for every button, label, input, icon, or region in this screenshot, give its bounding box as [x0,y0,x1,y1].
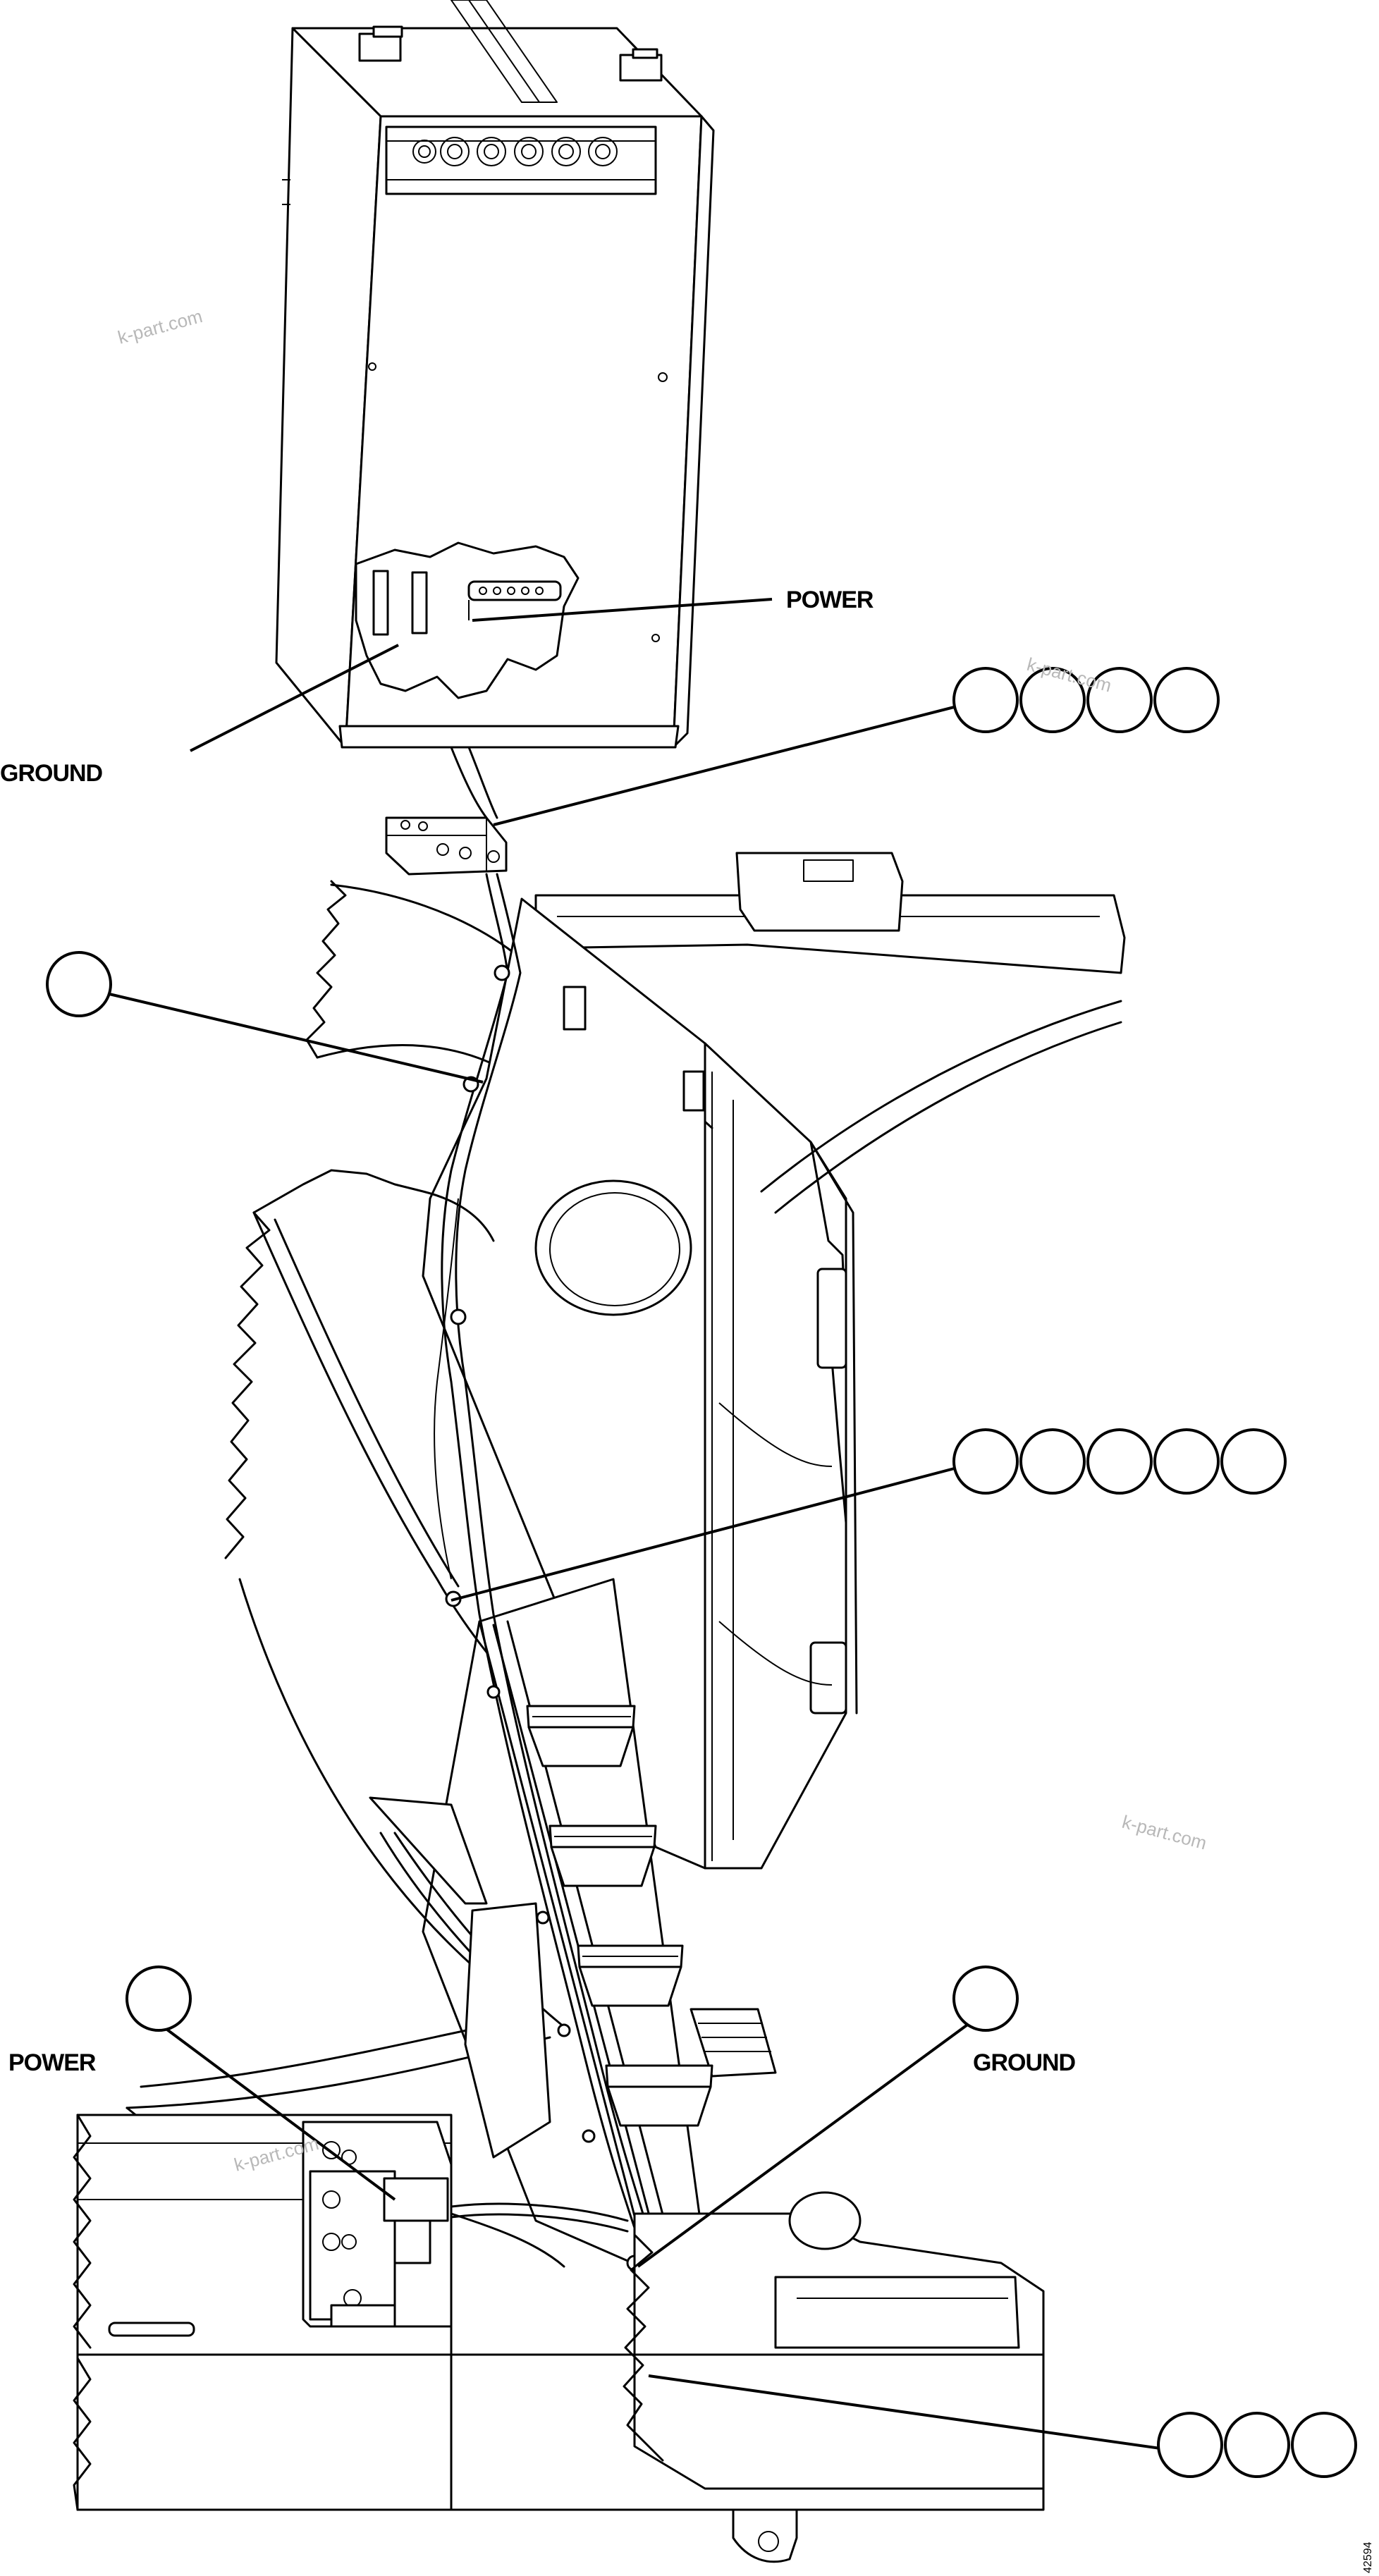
callout-bubble [1224,2412,1290,2478]
callout-group-2 [46,951,112,1017]
leader-lines [109,598,1196,2455]
ladder-step [548,1824,657,1887]
callout-bubble [1153,1428,1220,1495]
callout-bubble [952,667,1019,733]
ladder-step [577,1944,684,2007]
ladder-step [605,2008,777,2127]
callout-bubble [1019,1428,1086,1495]
callout-group-3 [952,1428,1287,1495]
cable-harness [404,873,649,2271]
callout-group-5 [952,1965,1019,2032]
watermark: k-part.com [116,305,204,348]
access-ladder [369,1578,777,2271]
callout-bubble [125,1965,192,2032]
callout-bubble [1086,1428,1153,1495]
callout-bubble [1220,1428,1287,1495]
ground-label-top: GROUND [0,760,103,787]
callout-bubble [1153,667,1220,733]
callout-group-1 [952,667,1220,733]
callout-bubble [952,1428,1019,1495]
callout-bubble [1157,2412,1223,2478]
callout-bubble [1291,2412,1357,2478]
callout-bubble [1019,667,1086,733]
ground-label-bottom: GROUND [973,2049,1076,2076]
lower-frame [73,2114,1045,2563]
electrical-cabinet [275,0,715,819]
callout-bubble [952,1965,1019,2032]
callout-bubble [46,951,112,1017]
power-label-bottom: POWER [8,2049,96,2076]
callout-bubble [1086,667,1153,733]
chassis-frame [125,852,1126,2138]
callout-group-4 [125,1965,192,2032]
power-label-top: POWER [786,587,874,613]
drawing-number: 42594 [1362,2541,1374,2573]
watermark: k-part.com [1120,1811,1208,1854]
junction-block [385,816,508,876]
callout-group-6 [1157,2412,1357,2478]
breaker-icons [412,137,618,166]
ladder-step [526,1705,636,1767]
